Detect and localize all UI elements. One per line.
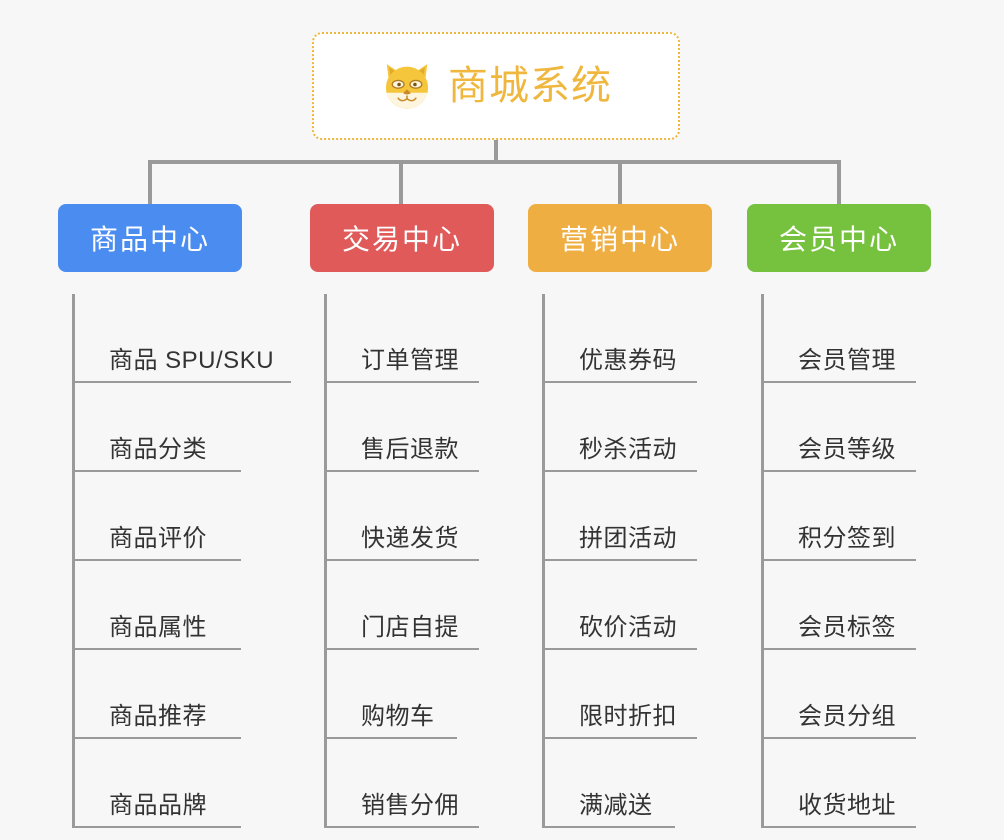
leaf-item-label: 限时折扣 xyxy=(579,703,677,731)
category-column-交易中心: 交易中心 订单管理 售后退款 快递发货 门店自提 购物车 销售分佣 xyxy=(310,204,530,828)
leaf-item-label: 积分签到 xyxy=(798,525,896,553)
leaf-item[interactable]: 商品分类 xyxy=(75,383,241,472)
category-header-label-4: 会员中心 xyxy=(778,224,899,255)
category-column-商品中心: 商品中心 商品 SPU/SKU 商品分类 商品评价 商品属性 商品推荐 商品品牌 xyxy=(58,204,296,828)
leaf-item-label: 收货地址 xyxy=(798,792,896,820)
leaf-item-label: 会员标签 xyxy=(798,614,896,642)
leaf-item-label: 门店自提 xyxy=(361,614,459,642)
category-column-会员中心: 会员中心 会员管理 会员等级 积分签到 会员标签 会员分组 收货地址 xyxy=(747,204,967,828)
leaf-item[interactable]: 会员等级 xyxy=(764,383,916,472)
category-header-label-1: 商品中心 xyxy=(89,224,210,255)
leaf-item[interactable]: 限时折扣 xyxy=(545,650,697,739)
leaf-item[interactable]: 商品 SPU/SKU xyxy=(75,294,291,383)
leaf-item-label: 商品属性 xyxy=(109,614,207,642)
connector-drop-4 xyxy=(837,160,841,206)
leaf-item-label: 快递发货 xyxy=(361,525,459,553)
leaf-item[interactable]: 商品属性 xyxy=(75,561,241,650)
category-column-营销中心: 营销中心 优惠券码 秒杀活动 拼团活动 砍价活动 限时折扣 满减送 xyxy=(528,204,748,828)
category-header-1[interactable]: 商品中心 xyxy=(58,204,242,272)
leaf-item-label: 商品推荐 xyxy=(109,703,207,731)
connector-root-stem xyxy=(494,140,498,162)
leaf-item[interactable]: 收货地址 xyxy=(764,739,916,828)
leaf-item-label: 满减送 xyxy=(579,792,653,820)
leaf-item[interactable]: 会员管理 xyxy=(764,294,916,383)
shiba-dog-face-icon xyxy=(385,64,429,109)
leaf-item[interactable]: 售后退款 xyxy=(327,383,479,472)
connector-drop-1 xyxy=(148,160,152,206)
leaf-item[interactable]: 秒杀活动 xyxy=(545,383,697,472)
leaf-item[interactable]: 拼团活动 xyxy=(545,472,697,561)
root-node-title: 商城系统 xyxy=(448,64,612,108)
leaf-item[interactable]: 商品推荐 xyxy=(75,650,241,739)
leaf-item[interactable]: 满减送 xyxy=(545,739,675,828)
leaf-item-label: 售后退款 xyxy=(361,436,459,464)
leaf-item-label: 商品品牌 xyxy=(109,792,207,820)
connector-drop-3 xyxy=(618,160,622,206)
leaf-item-label: 秒杀活动 xyxy=(579,436,677,464)
leaf-item[interactable]: 购物车 xyxy=(327,650,457,739)
root-node-card[interactable]: 商城系统 xyxy=(312,32,680,140)
category-header-label-2: 交易中心 xyxy=(341,224,462,255)
leaf-item-label: 订单管理 xyxy=(361,347,459,375)
leaf-item-label: 商品评价 xyxy=(109,525,207,553)
leaf-item-label: 会员等级 xyxy=(798,436,896,464)
leaf-list-3: 优惠券码 秒杀活动 拼团活动 砍价活动 限时折扣 满减送 xyxy=(542,294,748,828)
leaf-item-label: 会员分组 xyxy=(798,703,896,731)
leaf-item[interactable]: 优惠券码 xyxy=(545,294,697,383)
leaf-item[interactable]: 门店自提 xyxy=(327,561,479,650)
leaf-list-1: 商品 SPU/SKU 商品分类 商品评价 商品属性 商品推荐 商品品牌 xyxy=(72,294,296,828)
category-header-4[interactable]: 会员中心 xyxy=(747,204,931,272)
leaf-item[interactable]: 会员标签 xyxy=(764,561,916,650)
leaf-list-4: 会员管理 会员等级 积分签到 会员标签 会员分组 收货地址 xyxy=(761,294,967,828)
leaf-item-label: 购物车 xyxy=(361,703,435,731)
leaf-list-2: 订单管理 售后退款 快递发货 门店自提 购物车 销售分佣 xyxy=(324,294,530,828)
connector-horizontal-bus xyxy=(149,160,839,164)
leaf-item[interactable]: 积分签到 xyxy=(764,472,916,561)
category-header-label-3: 营销中心 xyxy=(559,224,680,255)
leaf-item-label: 商品 SPU/SKU xyxy=(109,347,275,375)
leaf-item[interactable]: 快递发货 xyxy=(327,472,479,561)
leaf-item[interactable]: 砍价活动 xyxy=(545,561,697,650)
leaf-item-label: 商品分类 xyxy=(109,436,207,464)
leaf-item-label: 拼团活动 xyxy=(579,525,677,553)
leaf-item-label: 销售分佣 xyxy=(361,792,459,820)
leaf-item[interactable]: 会员分组 xyxy=(764,650,916,739)
leaf-item-label: 优惠券码 xyxy=(579,347,677,375)
leaf-item-label: 砍价活动 xyxy=(579,614,677,642)
connector-drop-2 xyxy=(399,160,403,206)
leaf-item-label: 会员管理 xyxy=(798,347,896,375)
leaf-item[interactable]: 商品评价 xyxy=(75,472,241,561)
leaf-item[interactable]: 商品品牌 xyxy=(75,739,241,828)
category-header-2[interactable]: 交易中心 xyxy=(310,204,494,272)
leaf-item[interactable]: 销售分佣 xyxy=(327,739,479,828)
category-header-3[interactable]: 营销中心 xyxy=(528,204,712,272)
leaf-item[interactable]: 订单管理 xyxy=(327,294,479,383)
